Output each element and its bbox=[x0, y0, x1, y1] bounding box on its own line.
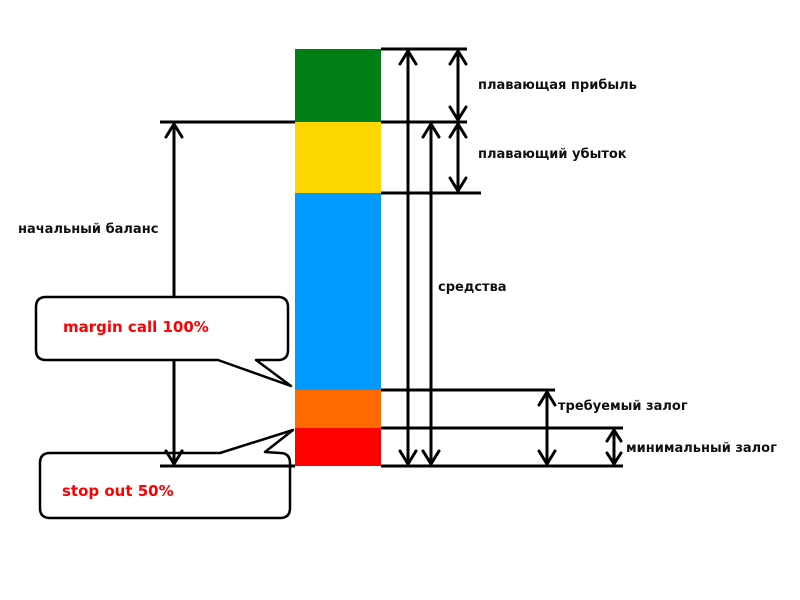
stop-out-text: stop out 50% bbox=[62, 482, 174, 500]
margin-call-callout: margin call 100% bbox=[34, 295, 293, 388]
equity-arrow bbox=[421, 122, 441, 466]
stop-out-callout: stop out 50% bbox=[38, 428, 295, 520]
dimension-arrows bbox=[164, 49, 623, 466]
labels: плавающая прибыль плавающий убыток начал… bbox=[18, 78, 777, 456]
stop-out-arrow-head bbox=[164, 438, 184, 466]
equity-label: средства bbox=[438, 280, 507, 295]
floating-loss-arrow bbox=[448, 122, 468, 193]
initial-balance-label: начальный баланс bbox=[18, 222, 158, 237]
minimum-margin-segment bbox=[295, 428, 381, 466]
floating-loss-segment bbox=[295, 122, 381, 193]
minimum-margin-label: минимальный залог bbox=[626, 441, 777, 456]
margin-call-bubble bbox=[34, 295, 293, 388]
floating-profit-arrow bbox=[448, 49, 468, 122]
minimum-margin-arrow bbox=[605, 428, 623, 466]
required-margin-arrow bbox=[537, 390, 557, 466]
stacked-bar bbox=[295, 49, 381, 466]
floating-profit-label: плавающая прибыль bbox=[478, 78, 637, 93]
margin-call-text: margin call 100% bbox=[63, 318, 209, 336]
required-margin-label: требуемый залог bbox=[558, 399, 688, 414]
floating-loss-label: плавающий убыток bbox=[478, 147, 627, 162]
required-margin-segment bbox=[295, 390, 381, 428]
initial-balance-arrow bbox=[164, 122, 184, 466]
stop-out-bubble bbox=[38, 428, 295, 520]
total-height-arrow bbox=[398, 49, 418, 466]
floating-profit-segment bbox=[295, 49, 381, 122]
equity-segment bbox=[295, 193, 381, 390]
